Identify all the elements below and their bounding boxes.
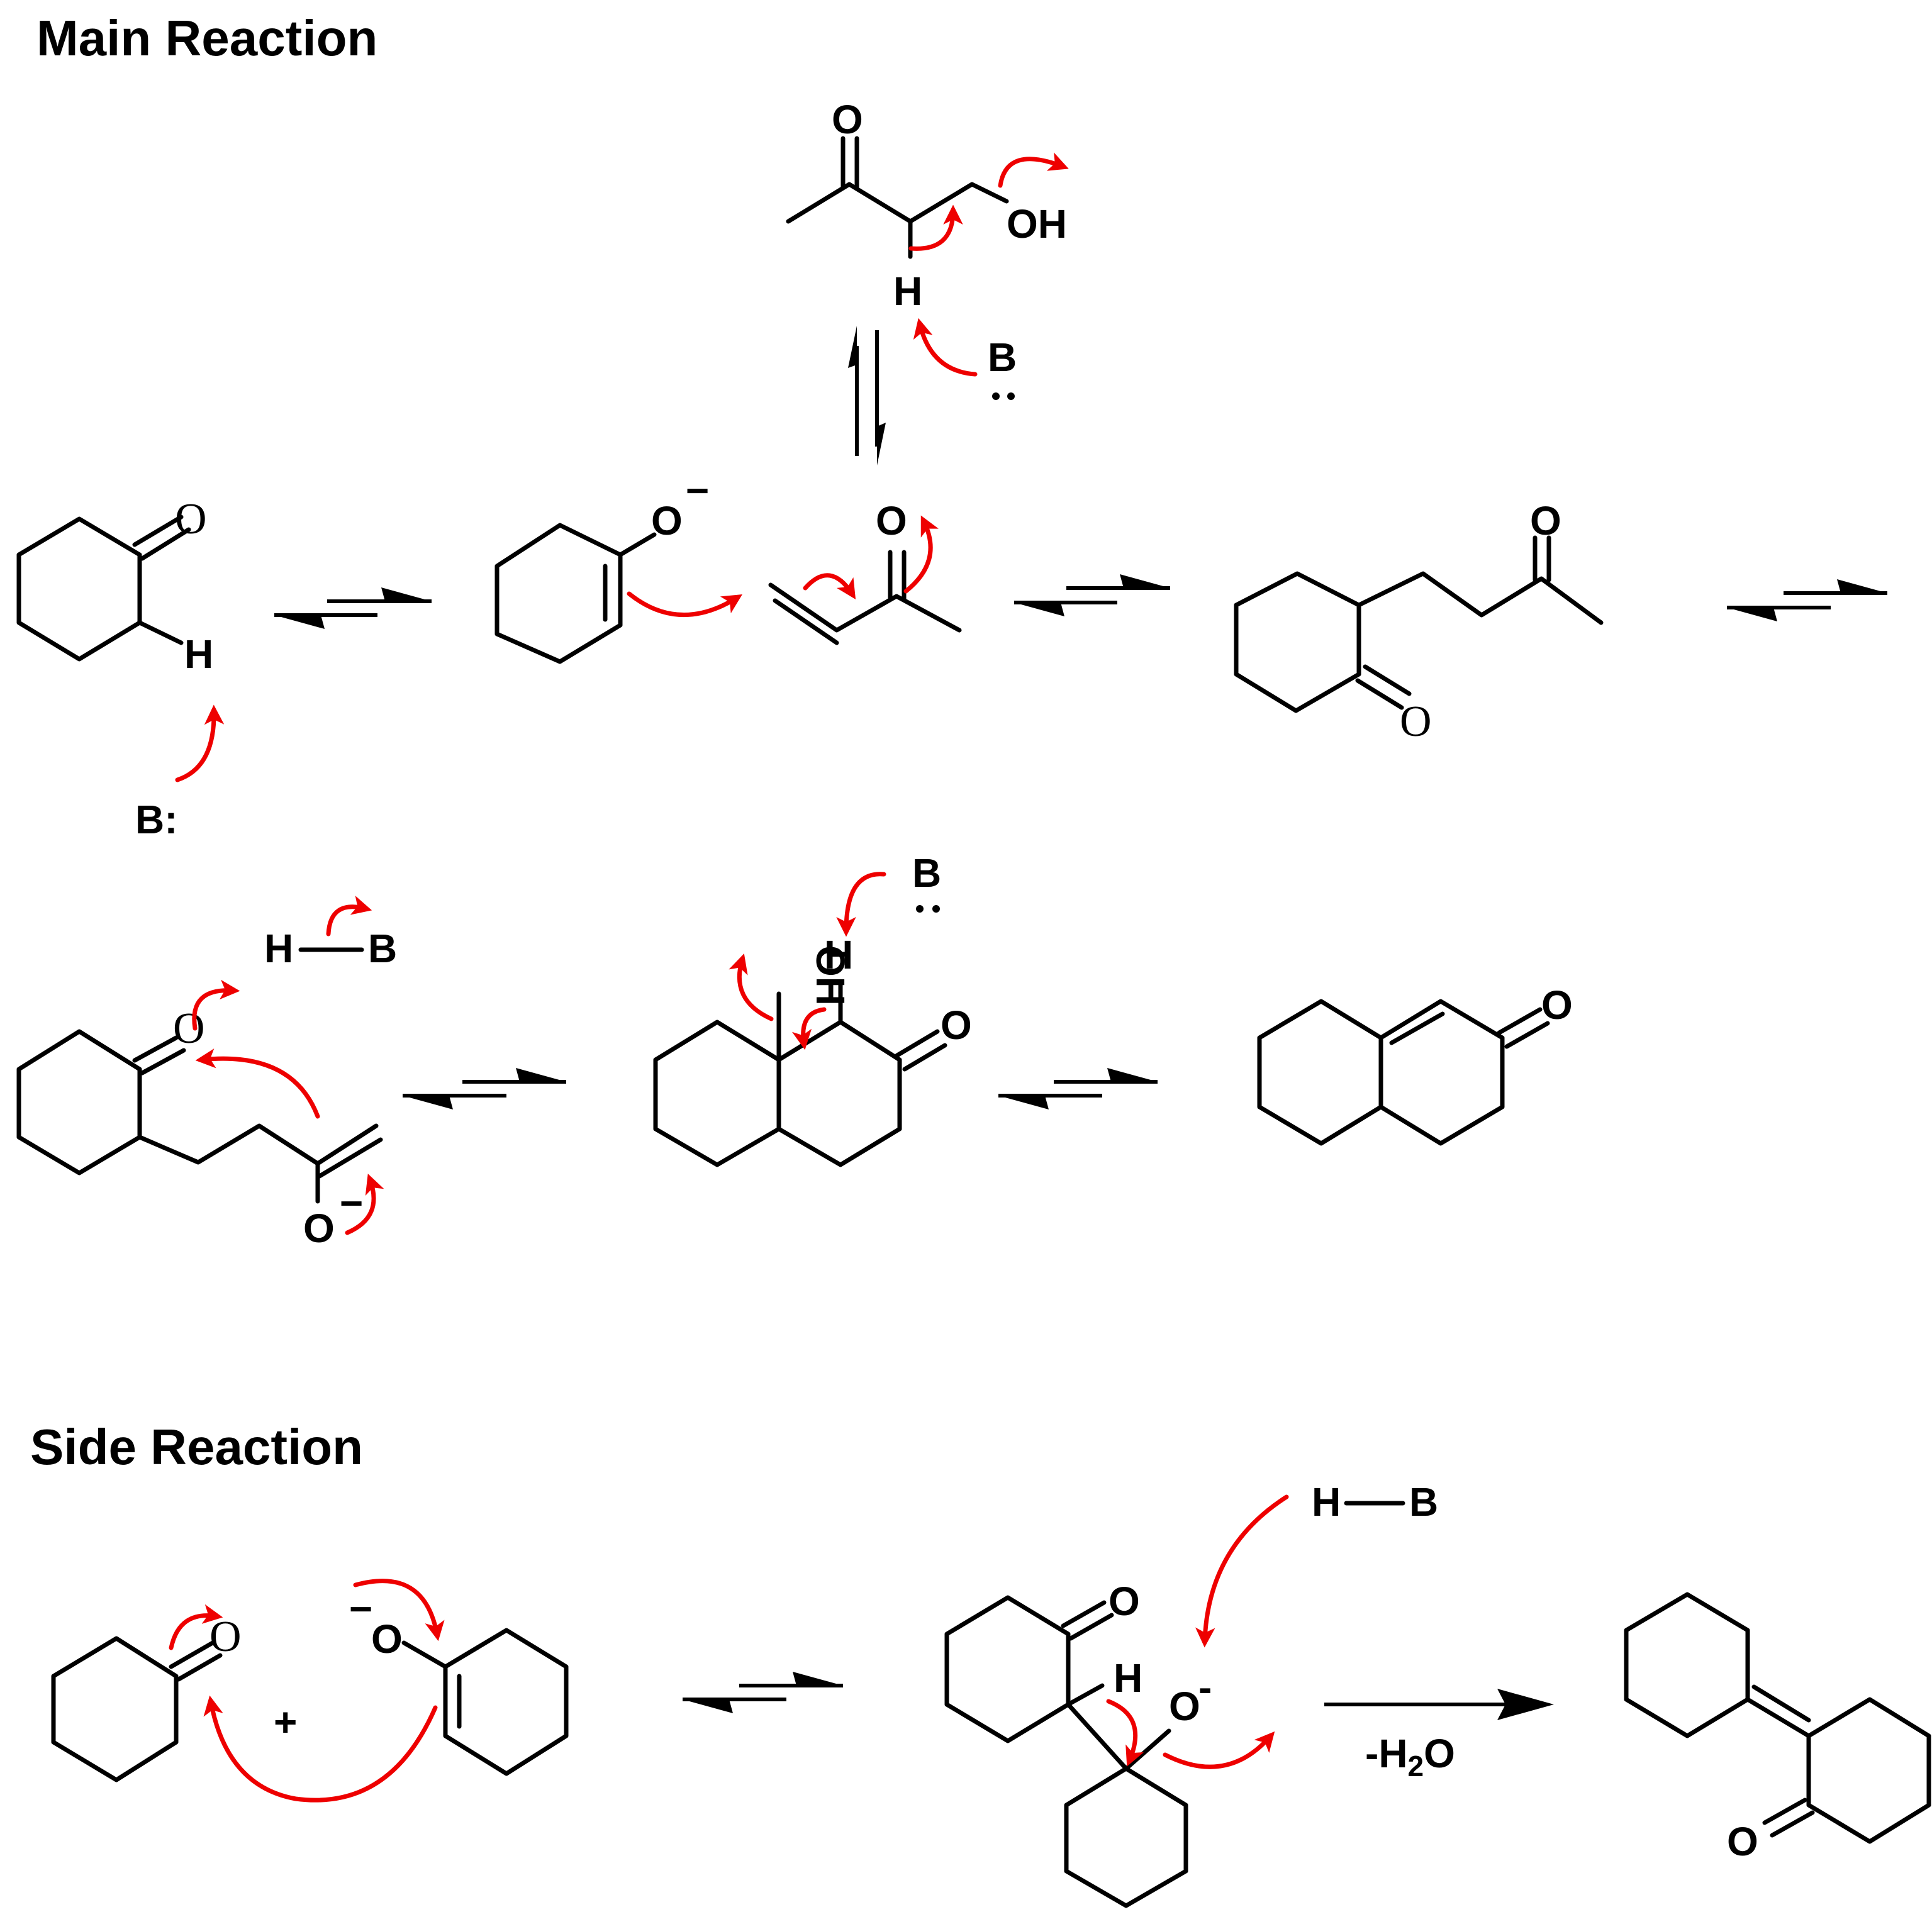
aldol-product-molecule: O H OH	[653, 932, 972, 1167]
pi-bond-shift-arrow	[803, 573, 856, 599]
carbonyl-oxygen-label: O	[832, 97, 863, 142]
aldol-attack-arrow	[195, 1048, 320, 1119]
methyl-vinyl-ketone-molecule: O	[768, 498, 962, 645]
side-ch-bond-arrow	[1106, 1699, 1144, 1767]
acid-base-label: B	[368, 926, 397, 971]
base-label-row2: B	[912, 850, 941, 896]
base-label-left: B:	[135, 797, 178, 842]
adduct-ring-oxygen-label: O	[1400, 698, 1432, 746]
hb-bond-arrow	[326, 896, 372, 937]
enolate-oxygen-label: O	[651, 498, 683, 543]
lone-pair-dots-row2	[916, 905, 940, 913]
side-reaction-heading: Side Reaction	[30, 1419, 363, 1475]
base-deprotonation-arrow-row2	[836, 872, 886, 937]
side-aldol-attack-arrow	[203, 1695, 438, 1803]
side-acid-hydrogen-label: H	[1312, 1479, 1341, 1525]
adduct-enolate-charge-label: −	[340, 1181, 363, 1226]
adduct-ketone-oxygen-label: O	[1530, 498, 1561, 543]
hydroxy-ketone-molecule: O OH H	[786, 97, 1067, 314]
vertical-equilibrium-arrow	[848, 326, 886, 465]
adduct-enolate-molecule: O O −	[16, 1004, 383, 1251]
hydroxyl-leaving-arrow	[729, 953, 774, 1021]
side-equilibrium-arrow	[683, 1672, 843, 1713]
side-carbonyl-arrow	[169, 1604, 223, 1650]
aldol-hydroxyl-label: OH	[808, 945, 853, 1006]
enolate-oxygen-arrow	[345, 1174, 384, 1235]
equilibrium-arrow-5	[998, 1068, 1158, 1109]
oxygen-protonation-arrow	[192, 979, 240, 1031]
acid-hydrogen-label: H	[264, 926, 293, 971]
main-reaction-heading: Main Reaction	[36, 10, 377, 66]
octalone-oxygen-label: O	[1541, 982, 1573, 1028]
equilibrium-arrow-3	[1727, 579, 1887, 621]
side-leaving-alkoxide-arrow	[1163, 1731, 1275, 1769]
side-ketone-oxygen-label: O	[209, 1613, 242, 1661]
michael-adduct-molecule: O O	[1234, 498, 1604, 746]
alpha-ch-bond-arrow	[791, 1007, 827, 1050]
enolate-molecule: O −	[494, 468, 709, 664]
adduct-enolate-oxygen-label: O	[303, 1206, 335, 1251]
side-adduct-alkoxide-oxygen-label: O	[1169, 1684, 1200, 1729]
aldol-alpha-hydrogen-label: H	[824, 932, 853, 977]
equilibrium-arrow-1	[274, 587, 432, 629]
plus-sign: +	[274, 1699, 297, 1745]
condensation-oxygen-label: O	[1727, 1819, 1758, 1864]
aldol-ketone-oxygen-label: O	[941, 1003, 972, 1048]
cyclohexanone-molecule: O H	[16, 495, 213, 677]
side-aldol-adduct-molecule: O H O -	[944, 1579, 1212, 1908]
side-protonation-arrow	[1195, 1494, 1289, 1648]
leaving-hydroxyl-arrow	[998, 152, 1069, 188]
base-label-top: B	[988, 335, 1017, 380]
side-cyclohexanone-molecule: O	[51, 1613, 242, 1782]
side-enolate-oxygen-arrow	[353, 1579, 445, 1642]
side-adduct-ketone-oxygen-label: O	[1108, 1579, 1140, 1624]
enolate-charge-label: −	[686, 468, 709, 513]
side-enolate-molecule: O −	[349, 1586, 569, 1776]
side-enolate-charge-label: −	[349, 1586, 372, 1631]
side-acid-base-label: B	[1409, 1479, 1438, 1525]
side-adduct-alpha-hydrogen-label: H	[1114, 1655, 1142, 1701]
mvk-oxygen-label: O	[876, 498, 907, 543]
equilibrium-arrow-2	[1014, 574, 1170, 616]
side-adduct-alkoxide-charge-label: -	[1198, 1665, 1212, 1710]
adduct-enolate-ring-oxygen-label: O	[173, 1004, 205, 1053]
alpha-hydrogen-label-left: H	[184, 631, 213, 677]
dehydration-condition-label: -H2O	[1365, 1731, 1455, 1782]
lone-pair-dots-top	[992, 392, 1015, 400]
base-deprotonation-arrow-left	[175, 704, 225, 782]
carbonyl-shift-arrow	[903, 515, 939, 594]
ch-bond-arrow	[908, 204, 963, 251]
base-deprotonation-arrow-top	[913, 318, 978, 377]
condensation-product-molecule: O	[1624, 1592, 1931, 1864]
ketone-oxygen-label: O	[175, 495, 207, 543]
equilibrium-arrow-4	[403, 1068, 566, 1109]
alpha-hydrogen-label: H	[893, 269, 922, 314]
enolate-attack-arrow	[627, 591, 742, 618]
octalone-product-molecule: O	[1257, 982, 1573, 1146]
hydroxyl-label: OH	[1007, 201, 1067, 247]
side-enolate-oxygen-label: O	[371, 1616, 403, 1662]
dehydration-arrow	[1324, 1689, 1554, 1720]
